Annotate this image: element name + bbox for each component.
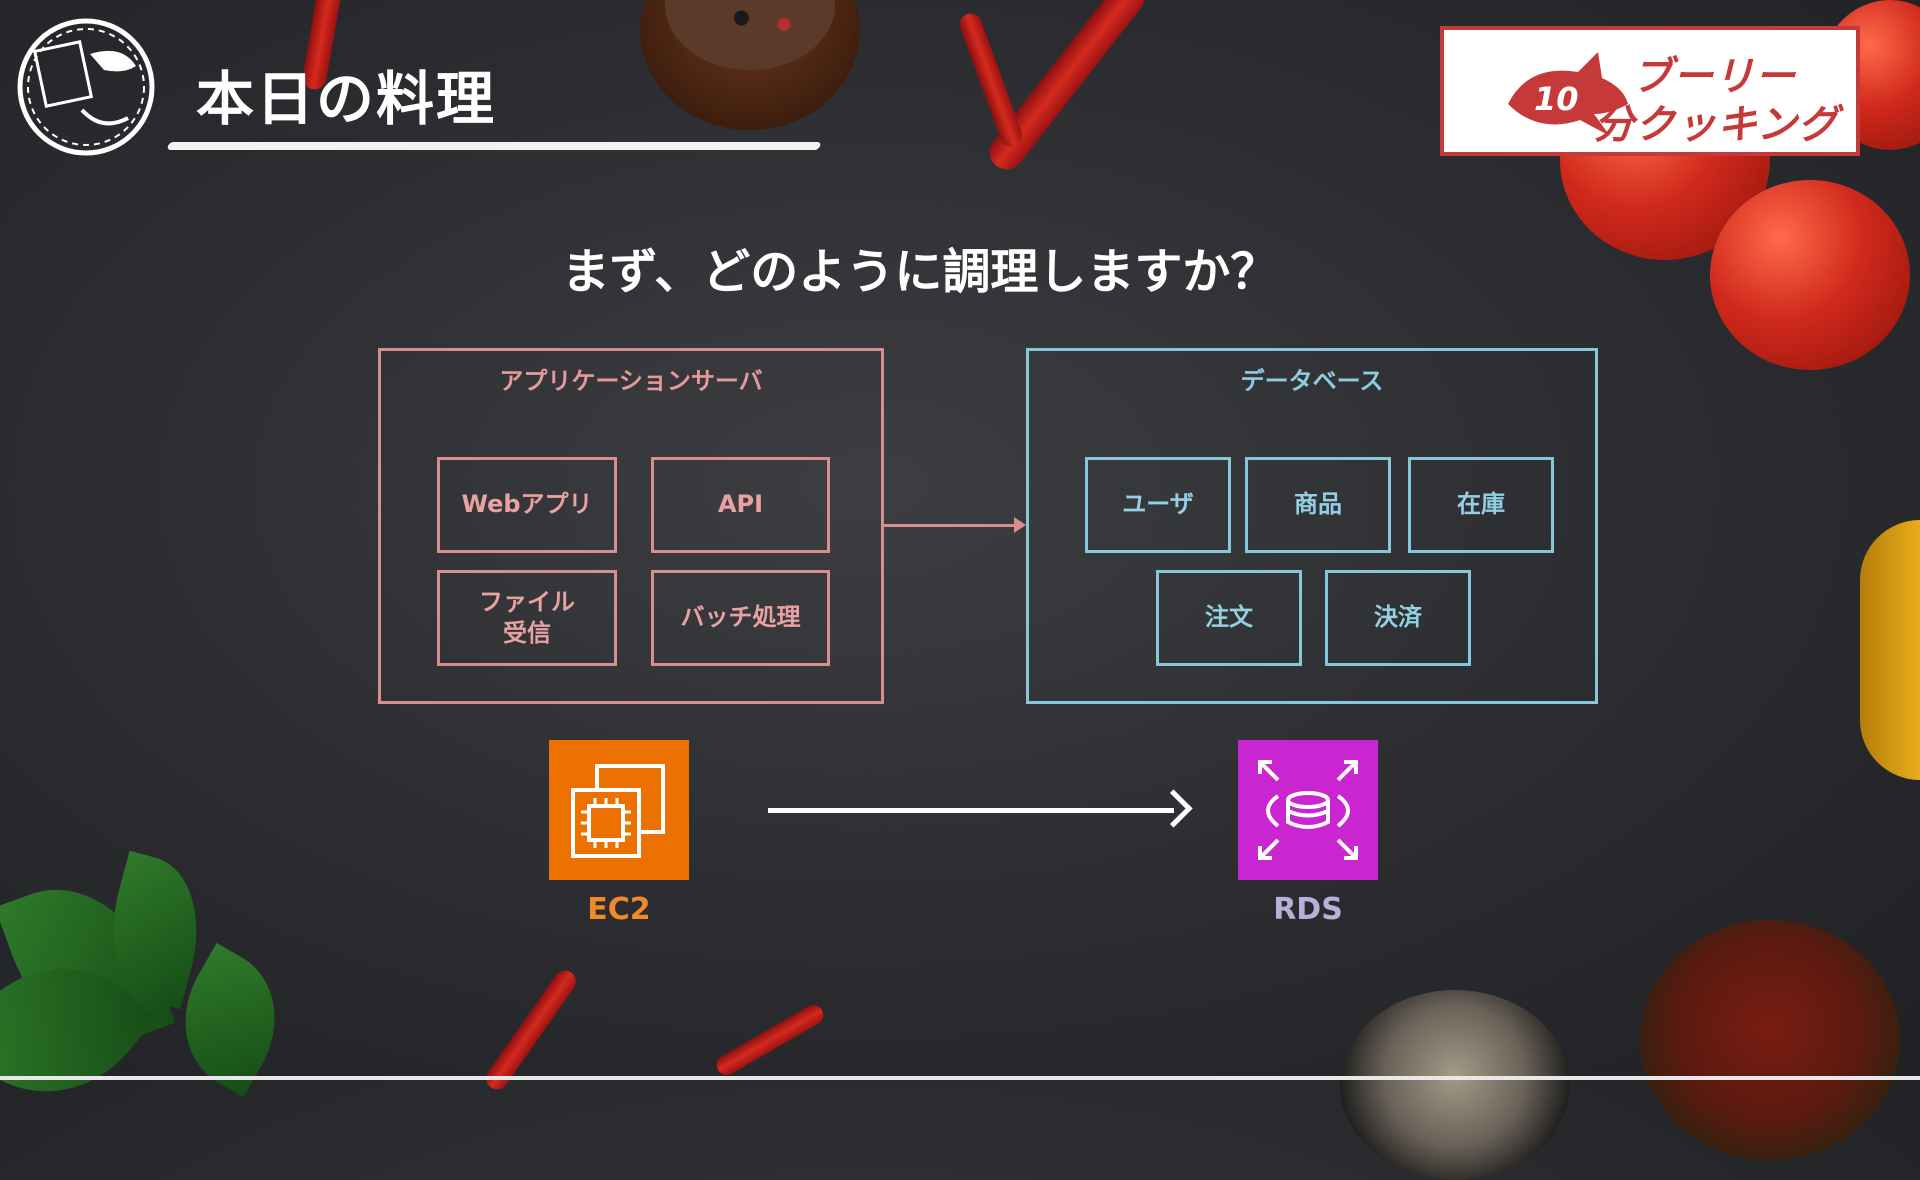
spice-bowl-decoration bbox=[1640, 920, 1900, 1160]
chili-pepper-decoration bbox=[956, 10, 1026, 150]
node-web-app: Webアプリ bbox=[437, 457, 617, 553]
rds-icon bbox=[1238, 740, 1378, 880]
page-title: 本日の料理 bbox=[196, 65, 497, 133]
badge-number: 10 bbox=[1534, 80, 1579, 118]
question-heading: まず、どのように調理しますか？ bbox=[561, 244, 1279, 300]
sesame-bowl-decoration bbox=[1340, 990, 1570, 1180]
badge-line2: 分クッキング bbox=[1594, 102, 1839, 148]
ec2-icon bbox=[549, 740, 689, 880]
node-order: 注文 bbox=[1156, 570, 1302, 666]
tomato-decoration bbox=[1710, 180, 1910, 370]
connector-line bbox=[884, 524, 1020, 527]
badge-line1: ブーリー bbox=[1632, 54, 1796, 100]
chili-pepper-decoration bbox=[481, 966, 581, 1094]
chili-pepper-decoration bbox=[713, 1001, 827, 1079]
connector-arrowhead bbox=[1014, 517, 1026, 533]
bottom-strip bbox=[0, 1076, 1920, 1080]
app-server-label: アプリケーションサーバ bbox=[499, 367, 763, 395]
node-batch: バッチ処理 bbox=[651, 570, 830, 666]
main-arrow-head bbox=[1154, 789, 1193, 828]
title-underline bbox=[166, 142, 822, 150]
fish-icon bbox=[1508, 52, 1628, 136]
node-product: 商品 bbox=[1245, 457, 1391, 553]
database-group: データベース bbox=[1026, 348, 1598, 704]
yellow-pepper-decoration bbox=[1860, 520, 1920, 780]
app-server-group: アプリケーションサーバ bbox=[378, 348, 884, 704]
ec2-label: EC2 bbox=[587, 892, 651, 927]
buri-kaigi-logo bbox=[12, 14, 160, 160]
node-stock: 在庫 bbox=[1408, 457, 1554, 553]
main-arrow-line bbox=[768, 808, 1174, 813]
node-payment: 決済 bbox=[1325, 570, 1471, 666]
node-file-receive: ファイル 受信 bbox=[437, 570, 617, 666]
rds-label: RDS bbox=[1273, 892, 1343, 927]
node-user: ユーザ bbox=[1085, 457, 1231, 553]
buri-cooking-badge: 10 ブーリー 分クッキング bbox=[1440, 26, 1860, 156]
node-api: API bbox=[651, 457, 830, 553]
database-label: データベース bbox=[1240, 367, 1384, 395]
chili-pepper-decoration bbox=[982, 0, 1152, 177]
peppercorn-bowl-decoration bbox=[640, 0, 860, 130]
